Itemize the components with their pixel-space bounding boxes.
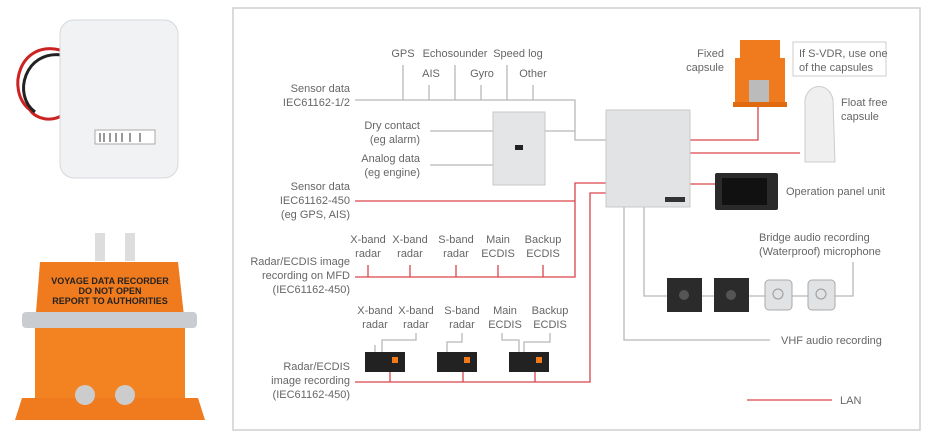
image-rec-source: Main xyxy=(493,305,517,317)
battery-pack-photo xyxy=(16,19,179,179)
image-rec-source: Backup xyxy=(532,305,569,317)
image-rec-source: ECDIS xyxy=(488,319,522,331)
mfd-label: recording on MFD xyxy=(262,270,350,282)
analog-data-label: (eg engine) xyxy=(364,167,420,179)
bridge-audio-label: (Waterproof) microphone xyxy=(759,246,881,258)
s-vdr-note: of the capsules xyxy=(799,62,873,74)
fixed-capsule-icon xyxy=(733,40,787,107)
vhf-audio-label: VHF audio recording xyxy=(781,335,882,347)
bridge-audio-label: Bridge audio recording xyxy=(759,232,870,244)
mfd-source: X-band xyxy=(350,234,385,246)
fixed-capsule-photo: VOYAGE DATA RECORDER DO NOT OPEN REPORT … xyxy=(15,233,205,420)
capsule-label-line: VOYAGE DATA RECORDER xyxy=(51,276,169,286)
image-rec-source: ECDIS xyxy=(533,319,567,331)
image-rec-source: radar xyxy=(449,319,475,331)
sensor-ais: AIS xyxy=(422,68,440,80)
float-free-capsule-icon xyxy=(804,86,836,163)
microphone-icons xyxy=(667,278,836,312)
float-free-capsule-label: Float free xyxy=(841,97,887,109)
legend-lan-label: LAN xyxy=(840,395,861,407)
sensor-450-label: IEC61162-450 xyxy=(280,195,350,207)
fixed-capsule-label: Fixed xyxy=(697,48,724,60)
mfd-source: radar xyxy=(355,248,381,260)
sensor-other: Other xyxy=(519,68,547,80)
labels: Sensor data IEC61162-1/2 GPS Echosounder… xyxy=(250,48,887,407)
image-rec-source: X-band xyxy=(357,305,392,317)
s-vdr-note: If S-VDR, use one xyxy=(799,48,888,60)
dry-contact-label: (eg alarm) xyxy=(370,134,420,146)
mfd-source: Main xyxy=(486,234,510,246)
sensor-450-label: (eg GPS, AIS) xyxy=(281,209,350,221)
mfd-source: ECDIS xyxy=(481,248,515,260)
sensor-speed-log: Speed log xyxy=(493,48,543,60)
image-rec-label: image recording xyxy=(271,375,350,387)
capsule-label-line: REPORT TO AUTHORITIES xyxy=(52,296,168,306)
mfd-source: S-band xyxy=(438,234,473,246)
sensor-450-label: Sensor data xyxy=(291,181,351,193)
sensor-data-label: Sensor data xyxy=(291,83,351,95)
image-rec-label: Radar/ECDIS xyxy=(283,361,350,373)
capsule-label-line: DO NOT OPEN xyxy=(78,286,141,296)
main-unit-connectors xyxy=(665,197,685,202)
image-rec-source: radar xyxy=(403,319,429,331)
analog-data-label: Analog data xyxy=(361,153,421,165)
main-vdr-unit xyxy=(605,109,691,208)
image-rec-label: (IEC61162-450) xyxy=(273,389,350,401)
mfd-source: X-band xyxy=(392,234,427,246)
sensor-gps: GPS xyxy=(391,48,414,60)
lan-wires xyxy=(355,107,800,383)
image-recording-interface-box xyxy=(365,352,549,372)
image-rec-source: S-band xyxy=(444,305,479,317)
float-free-capsule-label: capsule xyxy=(841,111,879,123)
interface-unit-connector xyxy=(515,145,523,150)
mfd-label: (IEC61162-450) xyxy=(273,284,350,296)
operation-panel-label: Operation panel unit xyxy=(786,186,885,198)
mfd-source: radar xyxy=(397,248,423,260)
fixed-capsule-label: capsule xyxy=(686,62,724,74)
sensor-data-label: IEC61162-1/2 xyxy=(283,97,350,109)
mfd-source: Backup xyxy=(525,234,562,246)
s-vdr-note-box xyxy=(792,41,887,77)
mfd-source: radar xyxy=(443,248,469,260)
image-rec-source: X-band xyxy=(398,305,433,317)
diagram-frame xyxy=(232,7,921,431)
mfd-label: Radar/ECDIS image xyxy=(250,256,350,268)
sensor-gyro: Gyro xyxy=(470,68,494,80)
mfd-source: ECDIS xyxy=(526,248,560,260)
dry-contact-label: Dry contact xyxy=(364,120,420,132)
sensor-echosounder: Echosounder xyxy=(423,48,488,60)
image-rec-source: radar xyxy=(362,319,388,331)
